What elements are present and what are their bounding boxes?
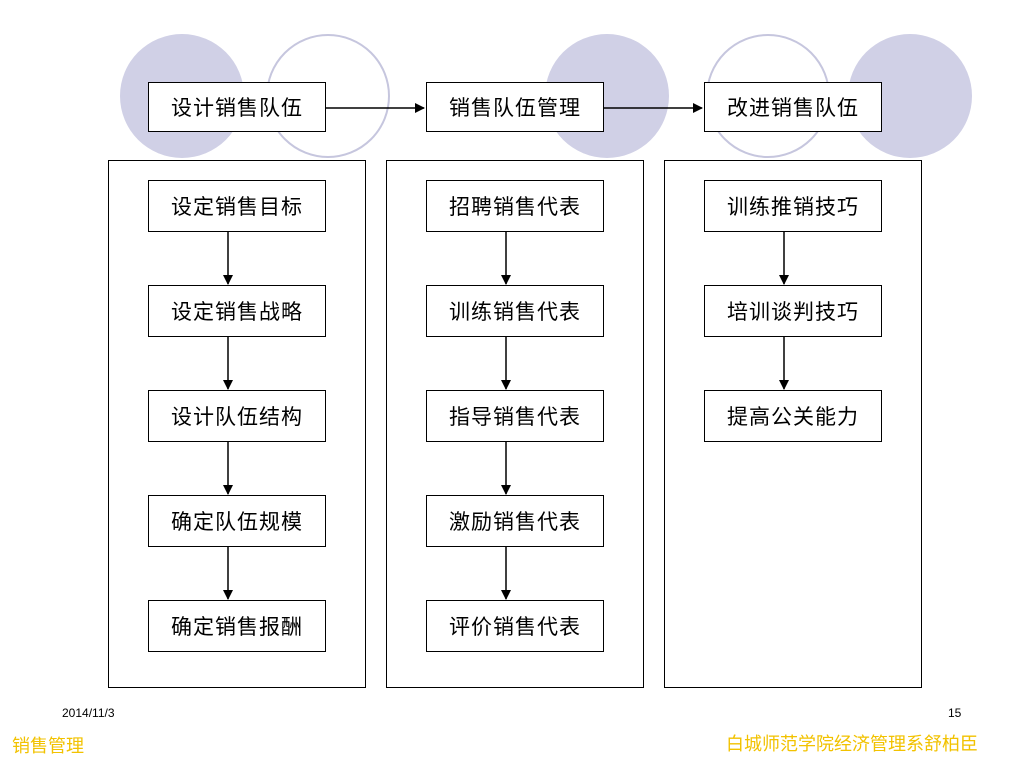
step-1-1: 设定销售目标: [148, 180, 326, 232]
step-2-3: 指导销售代表: [426, 390, 604, 442]
panel-manage: [386, 160, 644, 688]
footer-course-title: 销售管理: [12, 736, 84, 757]
step-1-4: 确定队伍规模: [148, 495, 326, 547]
head-manage-team: 销售队伍管理: [426, 82, 604, 132]
footer-date: 2014/11/3: [62, 706, 115, 720]
head-improve-team: 改进销售队伍: [704, 82, 882, 132]
step-1-2: 设定销售战略: [148, 285, 326, 337]
step-3-2: 培训谈判技巧: [704, 285, 882, 337]
head-design-team: 设计销售队伍: [148, 82, 326, 132]
step-1-5: 确定销售报酬: [148, 600, 326, 652]
panel-improve: [664, 160, 922, 688]
step-2-2: 训练销售代表: [426, 285, 604, 337]
step-3-3: 提高公关能力: [704, 390, 882, 442]
step-2-4: 激励销售代表: [426, 495, 604, 547]
panel-design: [108, 160, 366, 688]
step-1-3: 设计队伍结构: [148, 390, 326, 442]
step-3-1: 训练推销技巧: [704, 180, 882, 232]
step-2-1: 招聘销售代表: [426, 180, 604, 232]
footer-page-number: 15: [948, 706, 962, 720]
footer-author: 白城师范学院经济管理系舒柏臣: [726, 734, 978, 755]
step-2-5: 评价销售代表: [426, 600, 604, 652]
